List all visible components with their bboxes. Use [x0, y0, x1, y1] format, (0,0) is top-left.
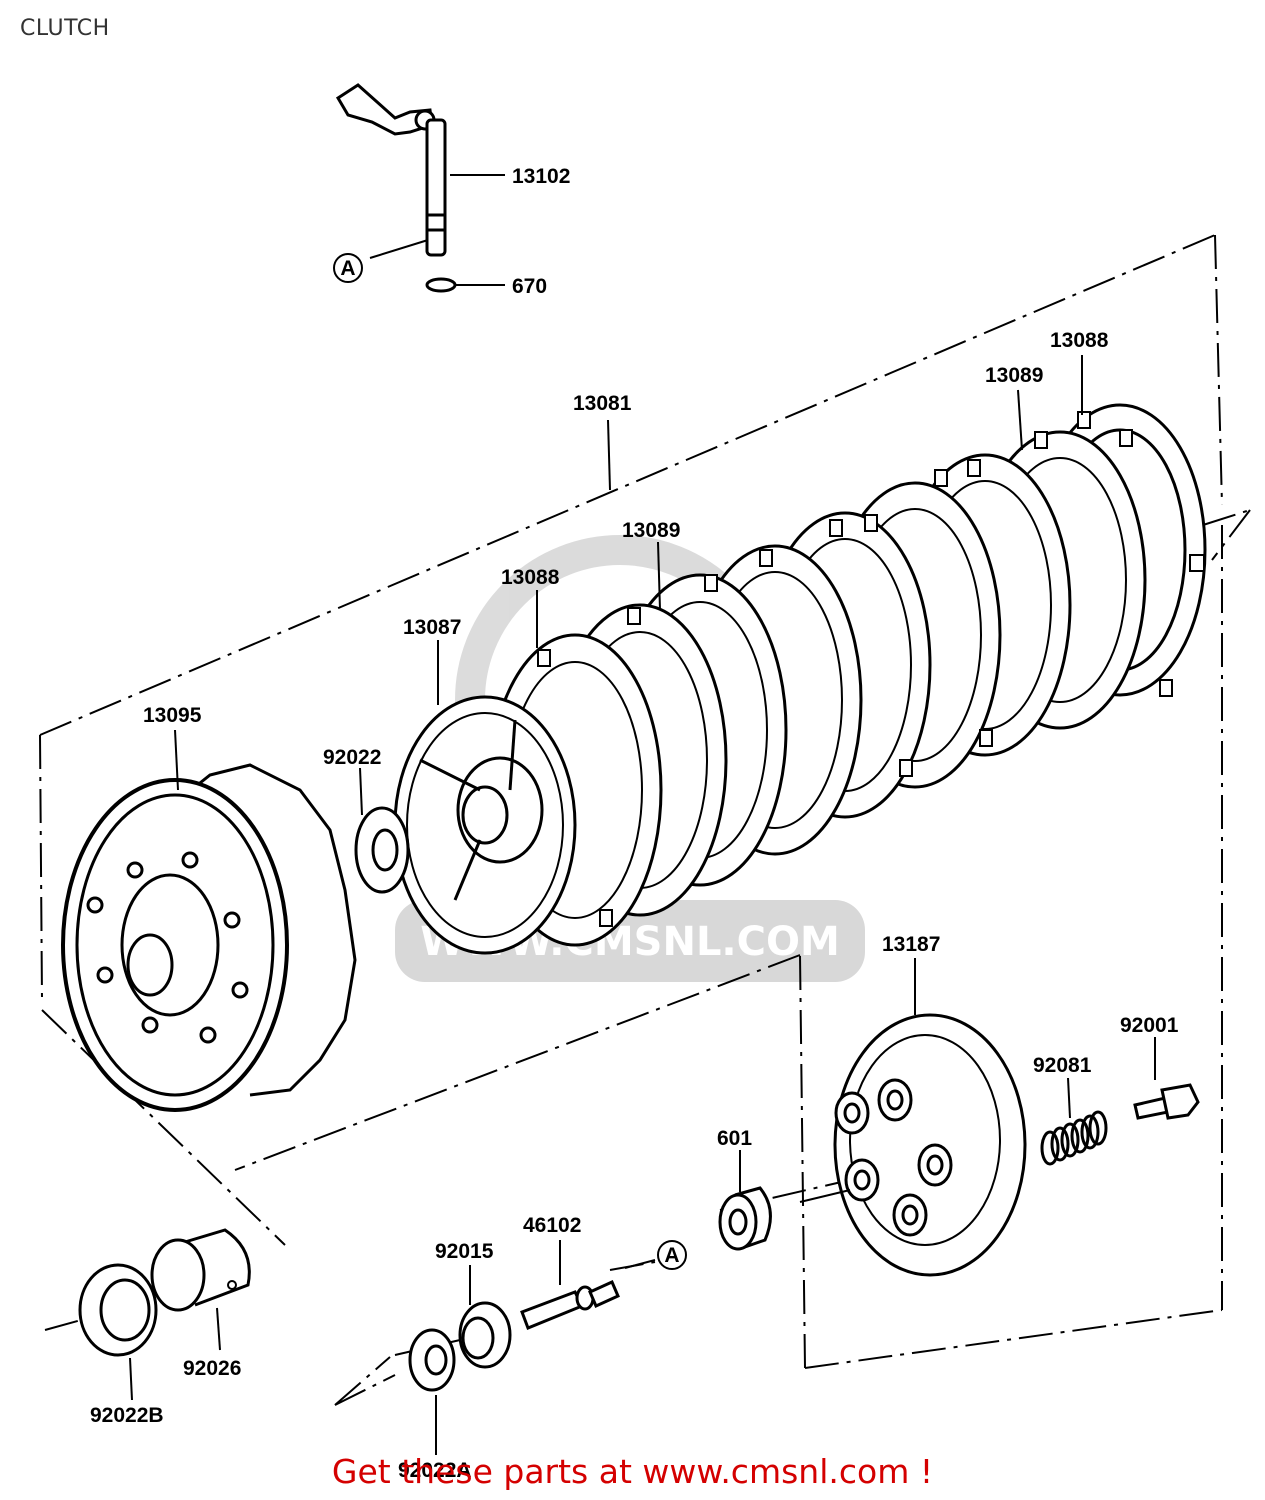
reference-marker-a-1: A	[333, 253, 363, 283]
part-13187-pressure-plate	[833, 1013, 1027, 1277]
label-92001: 92001	[1120, 1014, 1179, 1037]
label-13095: 13095	[143, 704, 202, 727]
part-601-bearing	[718, 1186, 772, 1251]
part-92026-sleeve	[150, 1228, 251, 1312]
leader-lines	[129, 174, 1156, 1455]
label-13081: 13081	[573, 392, 632, 415]
label-13187: 13187	[882, 933, 940, 956]
part-92081-spring	[1040, 1110, 1108, 1166]
label-92026: 92026	[183, 1357, 241, 1380]
part-92015-nut	[458, 1301, 512, 1369]
label-92015: 92015	[435, 1240, 494, 1263]
part-92022B-washer	[78, 1263, 158, 1357]
part-92022A-lock-washer	[408, 1328, 456, 1392]
label-13089-mid: 13089	[622, 519, 680, 542]
part-13095-clutch-housing	[61, 763, 357, 1112]
part-670-oring	[425, 277, 457, 293]
label-601: 601	[717, 1127, 752, 1150]
label-92022B: 92022B	[90, 1404, 164, 1427]
part-number-labels: 13102 670 13081 13088 13089 13089 13088 …	[90, 165, 1179, 1482]
reference-marker-a-2: A	[657, 1240, 687, 1270]
marker-a-label-2: A	[664, 1244, 679, 1267]
marker-a-label-1: A	[340, 257, 355, 280]
part-92022-washer	[354, 806, 410, 894]
label-13102: 13102	[512, 165, 570, 188]
label-92022A: 92022A	[398, 1459, 472, 1482]
footer-link-text[interactable]: Get these parts at www.cmsnl.com !	[331, 1452, 934, 1491]
label-92022: 92022	[323, 746, 381, 769]
clutch-plate-stack	[487, 403, 1207, 947]
part-46102-push-rod	[520, 1280, 620, 1330]
part-92001-bolt	[1133, 1083, 1200, 1120]
label-13089-top: 13089	[985, 364, 1043, 387]
label-13087: 13087	[403, 616, 461, 639]
label-13088-mid: 13088	[501, 566, 560, 589]
label-46102: 46102	[523, 1214, 581, 1237]
page-title: CLUTCH	[20, 16, 110, 41]
label-670: 670	[512, 275, 547, 298]
label-13088-top: 13088	[1050, 329, 1109, 352]
part-13102-release-shaft	[335, 83, 447, 257]
label-92081: 92081	[1033, 1054, 1092, 1077]
part-13087-clutch-hub	[393, 695, 577, 955]
